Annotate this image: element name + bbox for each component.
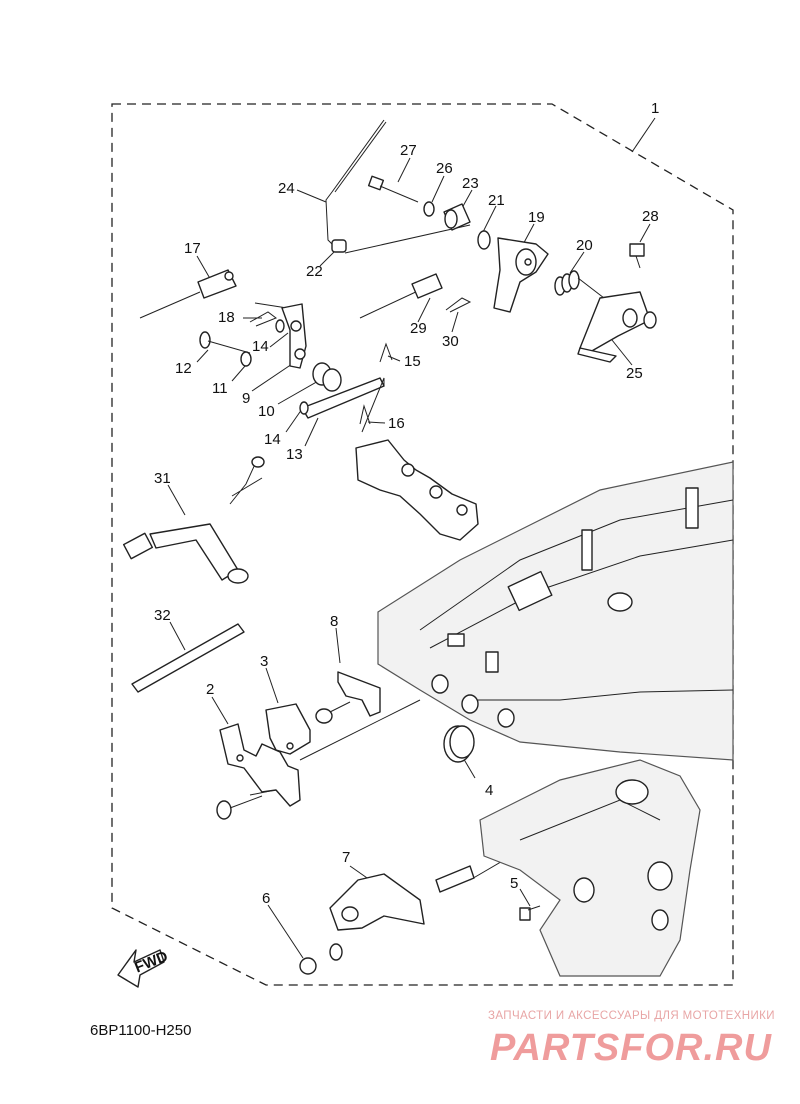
- callout-14a: 14: [252, 338, 269, 355]
- plate-2: [219, 723, 301, 807]
- bracket-25: [577, 291, 657, 363]
- callout-32: 32: [154, 607, 171, 624]
- forward-arrow-icon: FWD: [117, 948, 170, 988]
- callout-22: 22: [306, 263, 323, 280]
- clip-15: [379, 342, 393, 363]
- callout-24: 24: [278, 180, 295, 197]
- clip-22: [331, 239, 347, 253]
- washer-11: [240, 351, 252, 367]
- callout-12: 12: [175, 360, 192, 377]
- clamp-bracket: [479, 759, 701, 977]
- roller-10: [312, 362, 342, 392]
- bracket-7: [329, 873, 425, 931]
- block-3: [265, 703, 311, 755]
- bolt-2: [216, 795, 263, 820]
- rod-32: [131, 623, 245, 693]
- plate-8: [315, 671, 381, 724]
- throttle-lever-19: [493, 237, 549, 313]
- bottom-cowling: [377, 461, 734, 761]
- diagram-code: 6BP1100-H250: [90, 1022, 192, 1039]
- callout-30: 30: [442, 333, 459, 350]
- washer-26: [423, 201, 435, 217]
- svg-text:PARTSFOR.RU: PARTSFOR.RU: [490, 1027, 772, 1069]
- shift-handle-31: [122, 456, 265, 584]
- callout-23: 23: [462, 175, 479, 192]
- callout-26: 26: [436, 160, 453, 177]
- cable-end-17: [139, 269, 237, 319]
- callout-14b: 14: [264, 431, 281, 448]
- link-rod-24: [325, 119, 385, 245]
- callout-11: 11: [212, 380, 228, 397]
- callout-19: 19: [528, 209, 545, 226]
- callout-3: 3: [260, 653, 268, 670]
- callout-4: 4: [485, 782, 493, 799]
- plug-4: [443, 725, 475, 763]
- callout-5: 5: [510, 875, 518, 892]
- clip-18: [249, 311, 278, 327]
- callout-31: 31: [154, 470, 171, 487]
- callout-17: 17: [184, 240, 201, 257]
- shift-lever-9: [281, 303, 307, 369]
- cable-end-29: [359, 273, 443, 319]
- watermark-logo: PARTSFOR.RU: [490, 1027, 772, 1069]
- callout-1: 1: [651, 100, 659, 117]
- fwd-label: FWD: [132, 948, 170, 977]
- clip-30: [445, 297, 472, 313]
- callout-27: 27: [400, 142, 417, 159]
- grease-fitting-5: [519, 905, 541, 921]
- callout-20: 20: [576, 237, 593, 254]
- callout-9: 9: [242, 390, 250, 407]
- callout-28: 28: [642, 208, 659, 225]
- callout-16: 16: [388, 415, 405, 432]
- bolt-12: [199, 331, 251, 354]
- shift-rod: [361, 377, 385, 433]
- callout-15: 15: [404, 353, 421, 370]
- spring-20: [554, 270, 605, 299]
- callout-6: 6: [262, 890, 270, 907]
- callout-18: 18: [218, 309, 235, 326]
- callout-25: 25: [626, 365, 643, 382]
- washer-14a: [275, 319, 285, 333]
- leader-lines: [167, 117, 656, 959]
- watermark-tagline: ЗАПЧАСТИ И АКСЕССУАРЫ ДЛЯ МОТОТЕХНИКИ: [488, 1010, 775, 1022]
- nut-6: [299, 943, 343, 975]
- bolt-28: [629, 243, 645, 269]
- callout-29: 29: [410, 320, 427, 337]
- callout-10: 10: [258, 403, 275, 420]
- assembly-boundary: [111, 103, 734, 986]
- callout-21: 21: [488, 192, 505, 209]
- collar-23: [443, 203, 471, 231]
- callouts: 1 2 3 4 5 6 7 8 9 10 11 12 13 14 14 15 1…: [154, 100, 659, 907]
- callout-7: 7: [342, 849, 350, 866]
- bolt-27: [367, 175, 419, 203]
- bushing-21: [477, 230, 491, 250]
- carburetor-linkage: [355, 439, 479, 541]
- callout-2: 2: [206, 681, 214, 698]
- callout-8: 8: [330, 613, 338, 630]
- stud: [435, 865, 475, 893]
- callout-13: 13: [286, 446, 303, 463]
